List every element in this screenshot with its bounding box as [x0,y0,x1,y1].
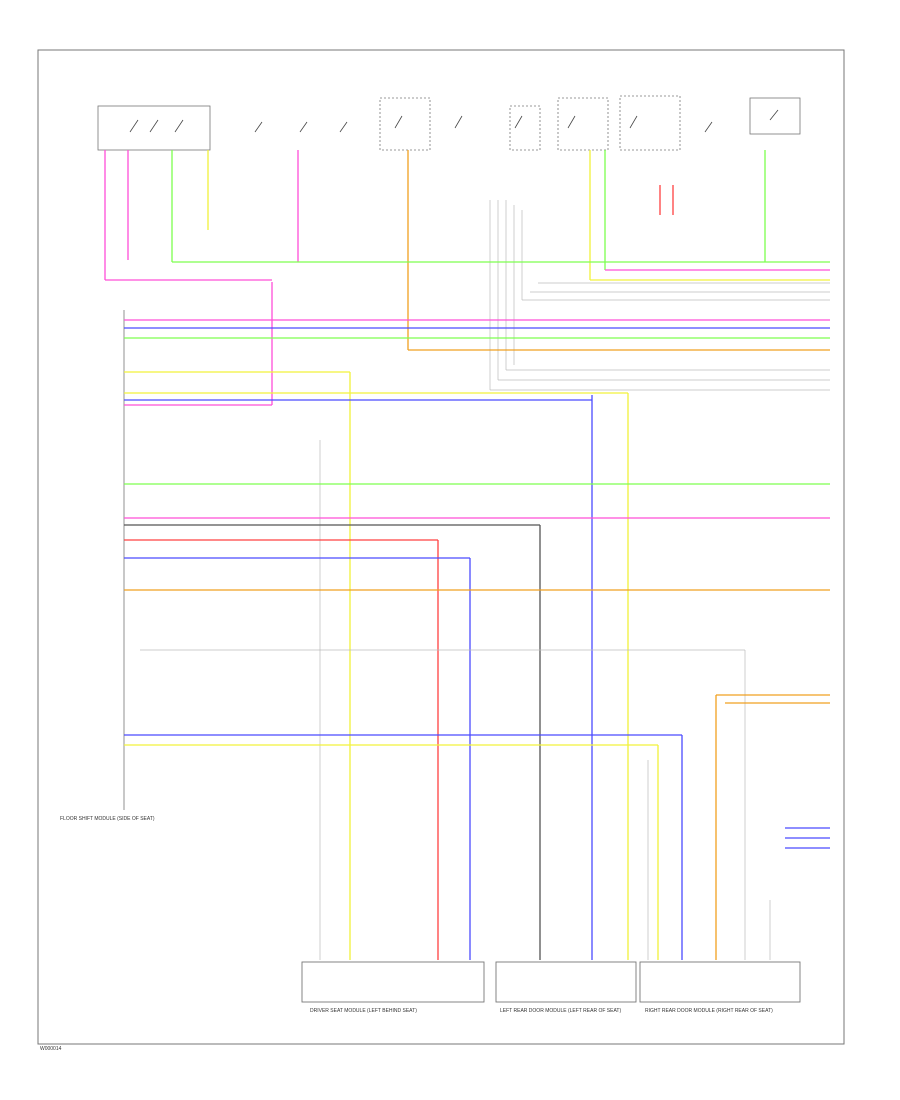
bottom-modules [301,961,801,1003]
left-rear-door-module [495,961,637,1003]
footer-code: W000014 [40,1046,62,1052]
right-stubs [659,185,830,849]
bottom-module-caption-3: RIGHT REAR DOOR MODULE (RIGHT REAR OF SE… [645,1008,773,1014]
switch-block-right [749,97,801,135]
right-rear-door-module [639,961,801,1003]
gray-harness [140,200,830,960]
vertical-wires [104,150,766,960]
horizontal-wires [105,261,830,746]
module-caption: FLOOR SHIFT MODULE (SIDE OF SEAT) [60,816,155,822]
switch-block-1 [97,105,211,151]
relay-4 [619,95,681,151]
driver-seat-module [301,961,485,1003]
relay-2 [509,105,541,151]
relay-1 [379,97,431,151]
bottom-module-caption-2: LEFT REAR DOOR MODULE (LEFT REAR OF SEAT… [500,1008,621,1014]
switch-glyphs [129,109,779,133]
relay-3 [557,97,609,151]
top-component-row [97,95,801,151]
bottom-module-caption-1: DRIVER SEAT MODULE (LEFT BEHIND SEAT) [310,1008,417,1014]
diagram-frame [37,49,845,1045]
